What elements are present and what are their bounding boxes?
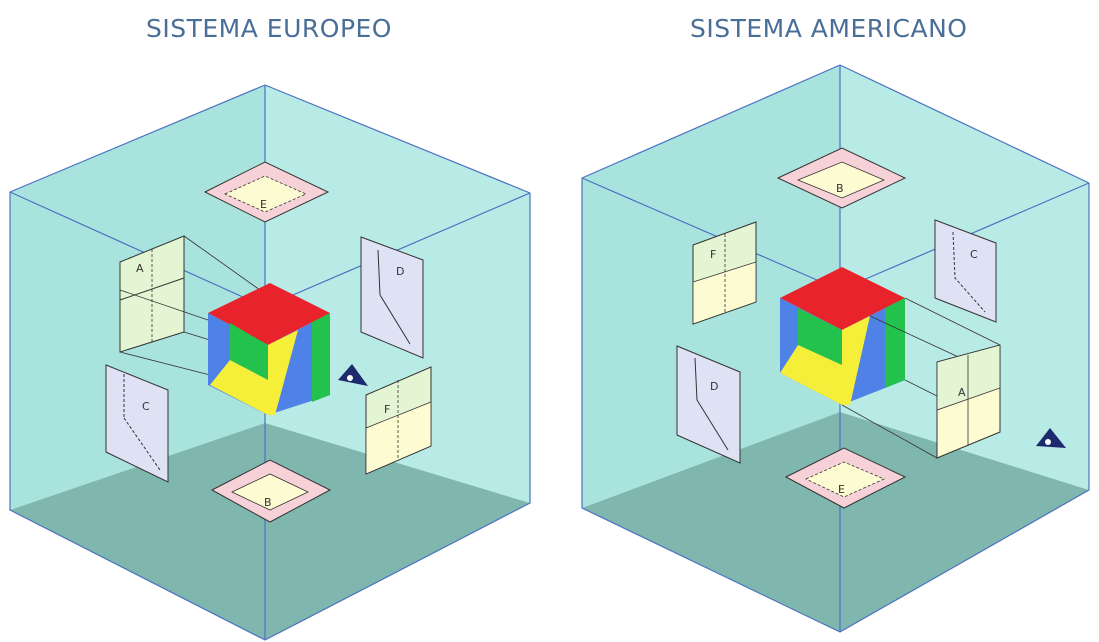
european-system-diagram: E A D C xyxy=(9,84,531,641)
view-label: D xyxy=(396,265,404,278)
eye-icon xyxy=(338,364,368,386)
floor xyxy=(10,423,530,640)
title-sistema-europeo: SISTEMA EUROPEO xyxy=(146,14,392,43)
view-label: B xyxy=(264,496,272,509)
view-panel-top: E xyxy=(203,161,330,223)
floor xyxy=(582,412,1089,632)
view-panel-front-a: A xyxy=(841,297,1001,459)
view-label: C xyxy=(142,400,150,413)
view-panel-bottom: B xyxy=(210,459,332,523)
view-panel-right-c: C xyxy=(934,219,997,323)
eye-icon xyxy=(1036,428,1066,448)
view-label: C xyxy=(970,248,978,261)
view-panel-bottom: E xyxy=(784,447,907,509)
view-label: E xyxy=(260,198,267,211)
view-panel-top: B xyxy=(776,147,907,209)
view-label: E xyxy=(838,483,845,496)
view-panel-left: C xyxy=(105,364,169,483)
view-label: A xyxy=(958,386,966,399)
title-sistema-americano: SISTEMA AMERICANO xyxy=(690,14,968,43)
view-panel-front: F xyxy=(365,366,432,475)
view-label: F xyxy=(710,248,716,261)
view-panel-back: A xyxy=(119,235,261,376)
view-panel-right: D xyxy=(360,236,424,359)
view-label: F xyxy=(384,403,390,416)
central-cube xyxy=(208,283,330,415)
central-cube xyxy=(780,267,905,405)
view-label: D xyxy=(710,380,718,393)
view-panel-lower-left-d: D xyxy=(676,345,741,464)
view-label: A xyxy=(136,262,144,275)
view-panel-left-f: F xyxy=(692,221,757,325)
view-label: B xyxy=(836,182,844,195)
american-system-diagram: B F C D xyxy=(581,64,1090,633)
